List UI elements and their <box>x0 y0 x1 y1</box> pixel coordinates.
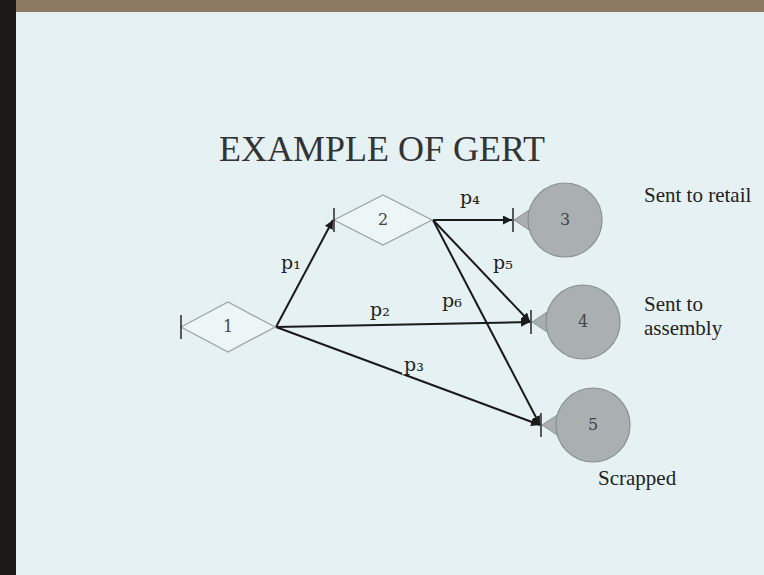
node-number: 4 <box>578 314 588 330</box>
flow-arrow <box>276 220 333 327</box>
diamond-shape <box>334 195 432 245</box>
entry-tick <box>540 413 542 437</box>
terminal-outline <box>512 182 604 258</box>
terminal-circle <box>528 183 602 257</box>
terminal-node: 5 <box>540 387 632 463</box>
decision-diamond: 2 <box>333 194 433 246</box>
probability-label: p₆ <box>440 290 464 311</box>
frame-top <box>0 0 764 12</box>
probability-label: p₅ <box>491 252 515 273</box>
node-number: 1 <box>223 319 233 335</box>
node-number: 3 <box>560 212 570 228</box>
terminal-node: 3 <box>512 182 604 258</box>
diamond-shape <box>181 302 275 352</box>
flow-arrow <box>433 219 512 221</box>
terminal-outline <box>540 387 632 463</box>
terminal-circle <box>546 285 620 359</box>
flow-arrow <box>276 322 530 327</box>
terminal-outline <box>530 284 622 360</box>
terminal-circle <box>556 388 630 462</box>
probability-label: p₃ <box>402 354 426 375</box>
entry-tick <box>530 310 532 334</box>
terminal-node: 4 <box>530 284 622 360</box>
slide-title: EXAMPLE OF GERT <box>0 128 764 170</box>
node-number: 5 <box>588 417 598 433</box>
probability-label: p₂ <box>368 299 392 320</box>
flow-arrow <box>433 220 530 322</box>
entry-tick <box>512 208 514 232</box>
outcome-label: Sent to assembly <box>644 292 756 340</box>
flow-arrow <box>433 220 540 425</box>
decision-diamond: 1 <box>180 301 276 353</box>
probability-label: p₁ <box>279 252 303 273</box>
node-number: 2 <box>378 212 388 228</box>
flow-arrow <box>276 327 540 425</box>
outcome-label: Sent to retail <box>644 183 756 207</box>
entry-tick <box>333 208 335 232</box>
entry-tick <box>180 315 182 339</box>
probability-label: p₄ <box>458 187 482 208</box>
outcome-label: Scrapped <box>598 466 710 490</box>
frame-left <box>0 0 16 575</box>
